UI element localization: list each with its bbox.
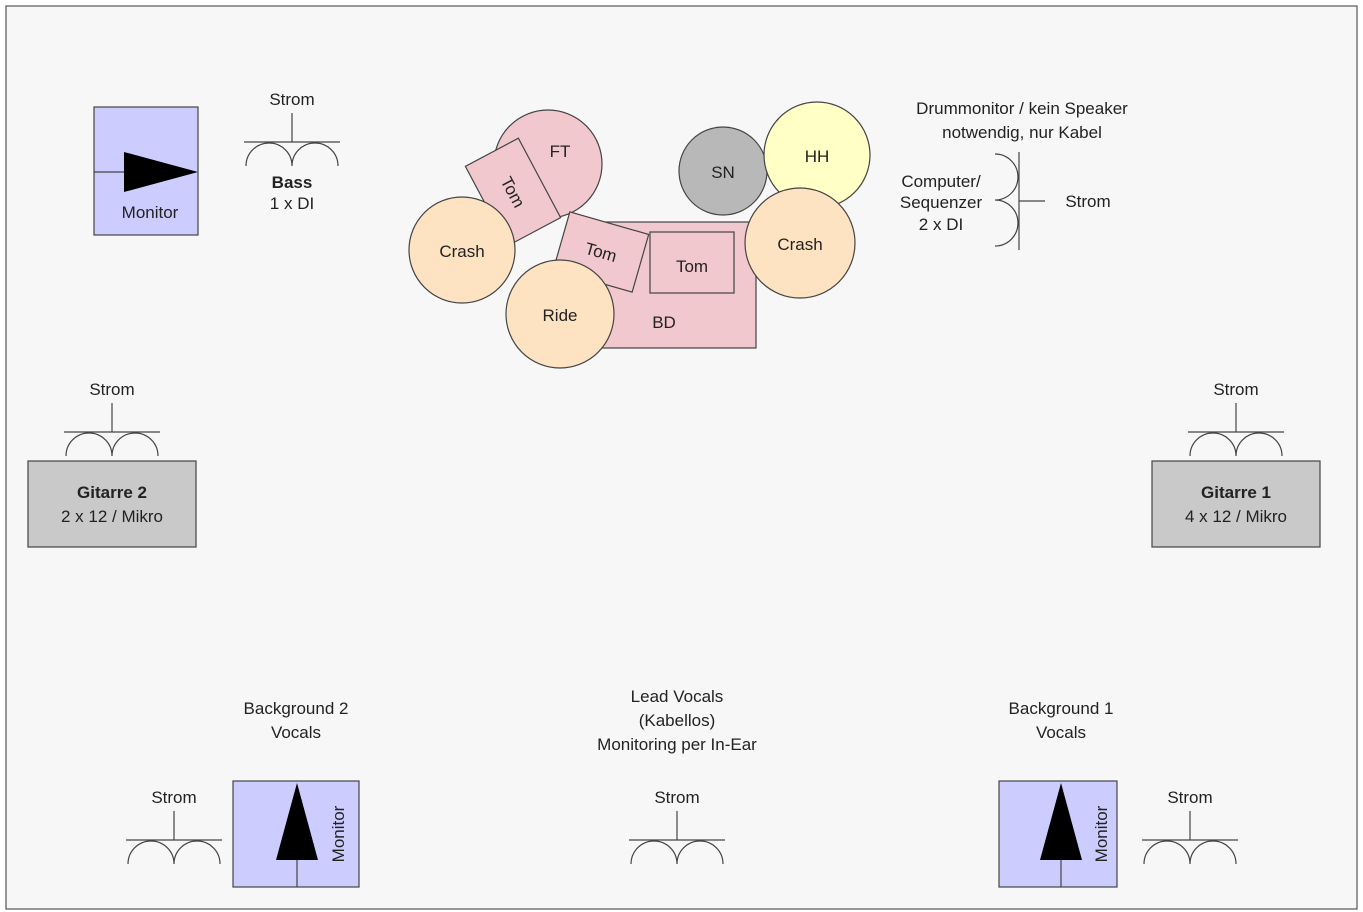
computer-label-line2: Sequenzer xyxy=(900,193,983,212)
drum-monitor-note-line2: notwendig, nur Kabel xyxy=(942,123,1102,142)
crash-cymbal-right xyxy=(744,187,856,299)
power-label: Strom xyxy=(1065,192,1110,211)
tom-1: Tom xyxy=(464,137,562,247)
crash-right-label: Crash xyxy=(777,235,822,254)
bg2-label-line2: Vocals xyxy=(271,723,321,742)
power-plug-icon xyxy=(245,142,339,167)
power-label: Strom xyxy=(1167,788,1212,807)
tom-3-label: Tom xyxy=(676,257,708,276)
power-outlet-lead: Strom xyxy=(629,788,725,865)
monitor-wedge-icon xyxy=(124,152,198,192)
guitar1-spec: 4 x 12 / Mikro xyxy=(1185,507,1287,526)
monitor-label: Monitor xyxy=(1092,805,1111,862)
monitor-wedge-icon xyxy=(276,783,318,860)
hihat-label: HH xyxy=(805,147,830,166)
ride-label: Ride xyxy=(543,306,578,325)
power-outlet-computer: Strom xyxy=(994,152,1111,250)
power-label: Strom xyxy=(151,788,196,807)
ride-cymbal xyxy=(505,259,615,369)
bass-label: Bass xyxy=(272,173,313,192)
guitar2-spec: 2 x 12 / Mikro xyxy=(61,507,163,526)
power-plug-icon xyxy=(65,432,159,457)
guitar-amp-1: Gitarre 1 4 x 12 / Mikro xyxy=(1151,460,1321,548)
power-label: Strom xyxy=(654,788,699,807)
lead-label-line3: Monitoring per In-Ear xyxy=(597,735,757,754)
monitor-top-left: Monitor xyxy=(93,106,199,236)
computer-label-line1: Computer/ xyxy=(901,172,981,191)
guitar2-name: Gitarre 2 xyxy=(77,483,147,502)
power-outlet-bg1: Strom xyxy=(1142,788,1238,865)
guitar1-name: Gitarre 1 xyxy=(1201,483,1271,502)
crash-left-label: Crash xyxy=(439,242,484,261)
power-outlet-bg2: Strom xyxy=(126,788,222,865)
monitor-bg1: Monitor xyxy=(998,780,1118,888)
bg1-label-line1: Background 1 xyxy=(1009,699,1114,718)
lead-label-line2: (Kabellos) xyxy=(639,711,716,730)
monitor-label: Monitor xyxy=(329,805,348,862)
drum-monitor-note-line1: Drummonitor / kein Speaker xyxy=(916,99,1128,118)
crash-cymbal-left xyxy=(408,196,516,304)
bg1-label-line2: Vocals xyxy=(1036,723,1086,742)
lead-label-line1: Lead Vocals xyxy=(631,687,724,706)
power-plug-icon xyxy=(1189,432,1283,457)
power-plug-icon xyxy=(127,840,221,865)
bg2-label-line1: Background 2 xyxy=(244,699,349,718)
computer-label-line3: 2 x DI xyxy=(919,215,963,234)
monitor-bg2: Monitor xyxy=(232,780,360,888)
power-plug-icon xyxy=(994,153,1019,247)
bass-di-label: 1 x DI xyxy=(270,194,314,213)
monitor-label: Monitor xyxy=(122,203,179,222)
power-plug-icon xyxy=(1143,840,1237,865)
bass-drum-label: BD xyxy=(652,313,676,332)
power-label: Strom xyxy=(1213,380,1258,399)
power-outlet-guitar2: Strom xyxy=(64,380,160,457)
monitor-wedge-icon xyxy=(1040,783,1082,860)
power-plug-icon xyxy=(630,840,724,865)
snare-label: SN xyxy=(711,163,735,182)
floor-tom-label: FT xyxy=(550,142,571,161)
power-outlet-guitar1: Strom xyxy=(1188,380,1284,457)
power-label: Strom xyxy=(89,380,134,399)
power-outlet-bass: Strom xyxy=(244,90,340,167)
stage-background xyxy=(5,5,1358,910)
drum-kit: BD FT Tom Crash Tom Tom Ride SN HH Crash xyxy=(408,101,871,369)
tom-3 xyxy=(649,231,735,294)
guitar-amp-2: Gitarre 2 2 x 12 / Mikro xyxy=(27,460,197,548)
power-label: Strom xyxy=(269,90,314,109)
